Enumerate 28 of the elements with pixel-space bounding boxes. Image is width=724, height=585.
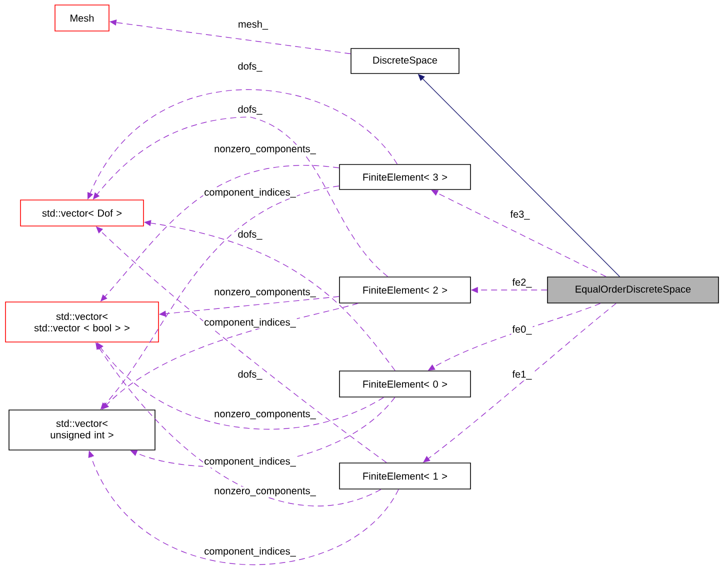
class-box: std::vector< Dof > [20, 200, 144, 226]
class-box: FiniteElement< 0 > [339, 370, 471, 398]
class-box: EqualOrderDiscreteSpace [547, 276, 719, 304]
edge-label: fe1_ [511, 369, 533, 381]
class-box: std::vector< unsigned int > [8, 410, 156, 450]
edge-label: fe3_ [509, 209, 531, 221]
class-box: std::vector< std::vector < bool > > [5, 302, 159, 342]
edge-label: nonzero_components_ [213, 410, 317, 420]
edge-label: nonzero_components_ [213, 486, 317, 498]
class-box: Mesh [54, 4, 110, 32]
edge-label: nonzero_components_ [213, 144, 317, 156]
edge-label: fe2_ [511, 277, 533, 289]
edge-label: dofs_ [236, 369, 264, 381]
edge-label: nonzero_components_ [213, 288, 317, 298]
edge-label: component_indices_ [203, 456, 297, 468]
edge-label: component_indices_ [203, 546, 297, 558]
class-box: FiniteElement< 1 > [339, 462, 471, 490]
edge-label: component_indices_ [203, 317, 297, 329]
edge-label: dofs_ [236, 104, 264, 116]
edge-label: mesh_ [237, 19, 269, 31]
class-box: FiniteElement< 2 > [339, 276, 471, 304]
class-box: FiniteElement< 3 > [339, 164, 471, 190]
edge-label: component_indices_ [203, 187, 297, 199]
edge-label: fe0_ [511, 324, 533, 336]
edge-label: dofs_ [236, 229, 264, 241]
edge-label: dofs_ [236, 61, 264, 73]
arrow [431, 190, 606, 277]
class-box: DiscreteSpace [350, 48, 460, 74]
